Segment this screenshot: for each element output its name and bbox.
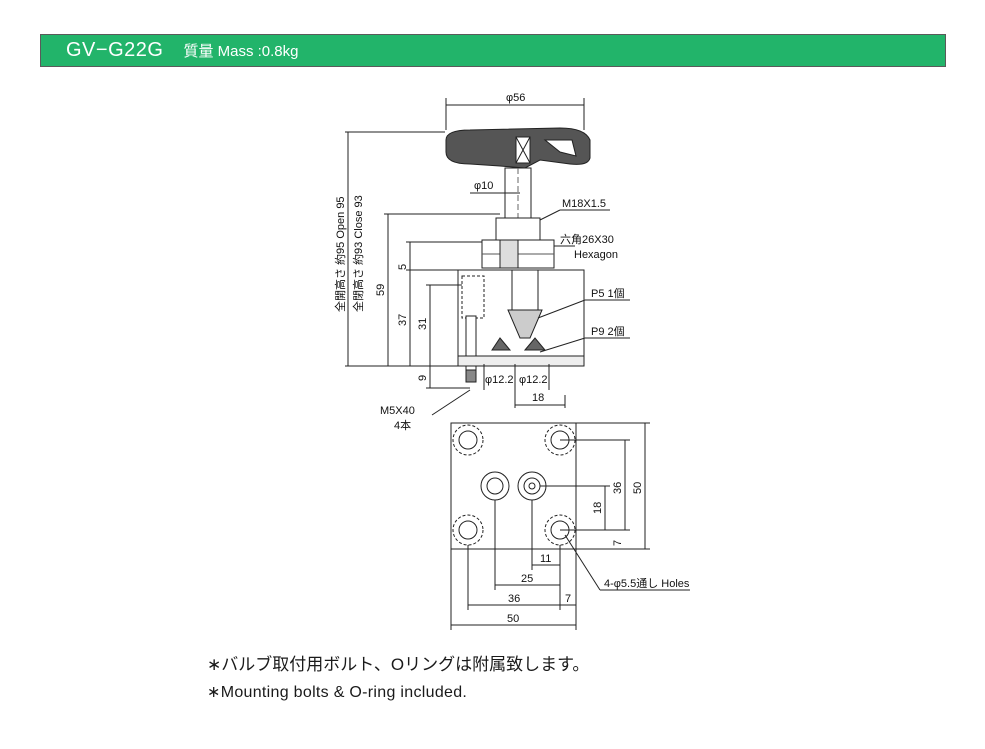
- dim-50-right-label: 50: [632, 482, 644, 494]
- dim-p5-label: P5 1個: [591, 287, 625, 300]
- note-english: ∗Mounting bolts & O-ring included.: [207, 684, 468, 701]
- dim-11-label: 11: [540, 553, 551, 565]
- dim-phi10-label: φ10: [474, 180, 493, 192]
- mass-label: 質量 Mass :0.8kg: [183, 43, 299, 60]
- dim-59-label: 59: [375, 284, 387, 296]
- dim-m18-label: M18X1.5: [562, 198, 606, 210]
- dim-7-right-label: 7: [612, 540, 624, 546]
- dim-m5-qty-label: 4本: [394, 418, 411, 432]
- dim-phi12b-label: φ12.2: [519, 374, 548, 386]
- dim-5-label: 5: [397, 264, 409, 270]
- dim-open-label: 全開高さ 約95 Open 95: [333, 196, 347, 312]
- dim-36-right-label: 36: [612, 482, 624, 494]
- dim-7-bottom-label: 7: [565, 593, 571, 605]
- title-banner: GV−G22G 質量 Mass :0.8kg: [40, 34, 946, 67]
- note-japanese: ∗バルブ取付用ボルト、Oリングは附属致します。: [207, 655, 590, 674]
- model-name: GV−G22G: [66, 39, 164, 61]
- dim-50-bottom-label: 50: [507, 613, 519, 625]
- dim-phi56-label: φ56: [506, 92, 525, 104]
- dim-hex-jp-label: 六角26X30: [560, 233, 614, 246]
- dim-31-label: 31: [417, 318, 429, 330]
- bonnet-nut: [495, 217, 541, 241]
- dim-37-label: 37: [397, 314, 409, 326]
- dim-close-label: 全閉高さ 約93 Close 93: [351, 195, 365, 312]
- dim-phi12a-label: φ12.2: [485, 374, 514, 386]
- dim-18-top-label: 18: [532, 392, 544, 404]
- dim-p9-label: P9 2個: [591, 325, 625, 338]
- dim-holes-label: 4-φ5.5通し Holes: [604, 577, 690, 590]
- dim-hex-en-label: Hexagon: [574, 249, 618, 261]
- dim-m5-label: M5X40: [380, 405, 415, 417]
- dim-36-bottom-label: 36: [508, 593, 520, 605]
- dim-25-label: 25: [521, 573, 533, 585]
- dim-9-label: 9: [417, 375, 429, 381]
- dim-18-right-label: 18: [592, 502, 604, 514]
